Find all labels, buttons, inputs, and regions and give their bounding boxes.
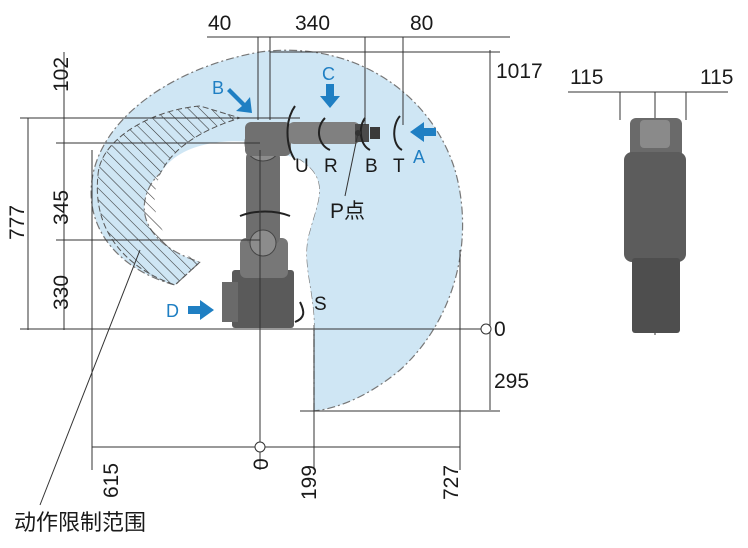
dim-1017: 1017 xyxy=(496,60,543,83)
view-arrow-a-icon xyxy=(410,122,436,142)
axis-label-t: T xyxy=(393,156,405,177)
view-arrow-b-icon xyxy=(227,88,252,113)
dim-340: 340 xyxy=(295,12,330,35)
view-label-a: A xyxy=(413,147,425,167)
axis-rotation-arrows xyxy=(239,105,403,323)
axis-label-s: S xyxy=(314,294,327,315)
axis-label-b: B xyxy=(365,156,378,177)
view-arrow-d-icon xyxy=(188,300,214,320)
robot-arm-front-view xyxy=(222,122,380,328)
dim-40: 40 xyxy=(208,12,231,35)
caption-leader xyxy=(39,249,141,506)
axis-label-u: U xyxy=(295,156,309,177)
axis-label-r: R xyxy=(324,156,338,177)
dim-102: 102 xyxy=(50,57,73,92)
view-arrow-c-icon xyxy=(320,84,340,108)
robot-arm-side-view xyxy=(624,118,686,333)
dim-345: 345 xyxy=(50,190,73,225)
dim-115-left: 115 xyxy=(570,66,603,89)
dim-115-right: 115 xyxy=(700,66,733,89)
caption-motion-range: 动作限制范围 xyxy=(14,510,146,535)
origin-marker-bottom xyxy=(254,441,266,453)
dim-727: 727 xyxy=(440,465,463,500)
view-label-c: C xyxy=(322,64,335,84)
view-label-b: B xyxy=(212,78,224,98)
origin-marker-right xyxy=(480,323,492,335)
dim-330: 330 xyxy=(50,275,73,310)
dim-777: 777 xyxy=(6,205,29,240)
dim-0-bottom: 0 xyxy=(250,458,273,470)
dim-615: 615 xyxy=(100,463,123,498)
dim-0-right: 0 xyxy=(494,318,506,341)
view-label-d: D xyxy=(166,301,179,321)
dim-295: 295 xyxy=(494,370,529,393)
dim-80: 80 xyxy=(410,12,433,35)
dim-199: 199 xyxy=(298,465,321,500)
point-p-label: P点 xyxy=(330,200,365,223)
